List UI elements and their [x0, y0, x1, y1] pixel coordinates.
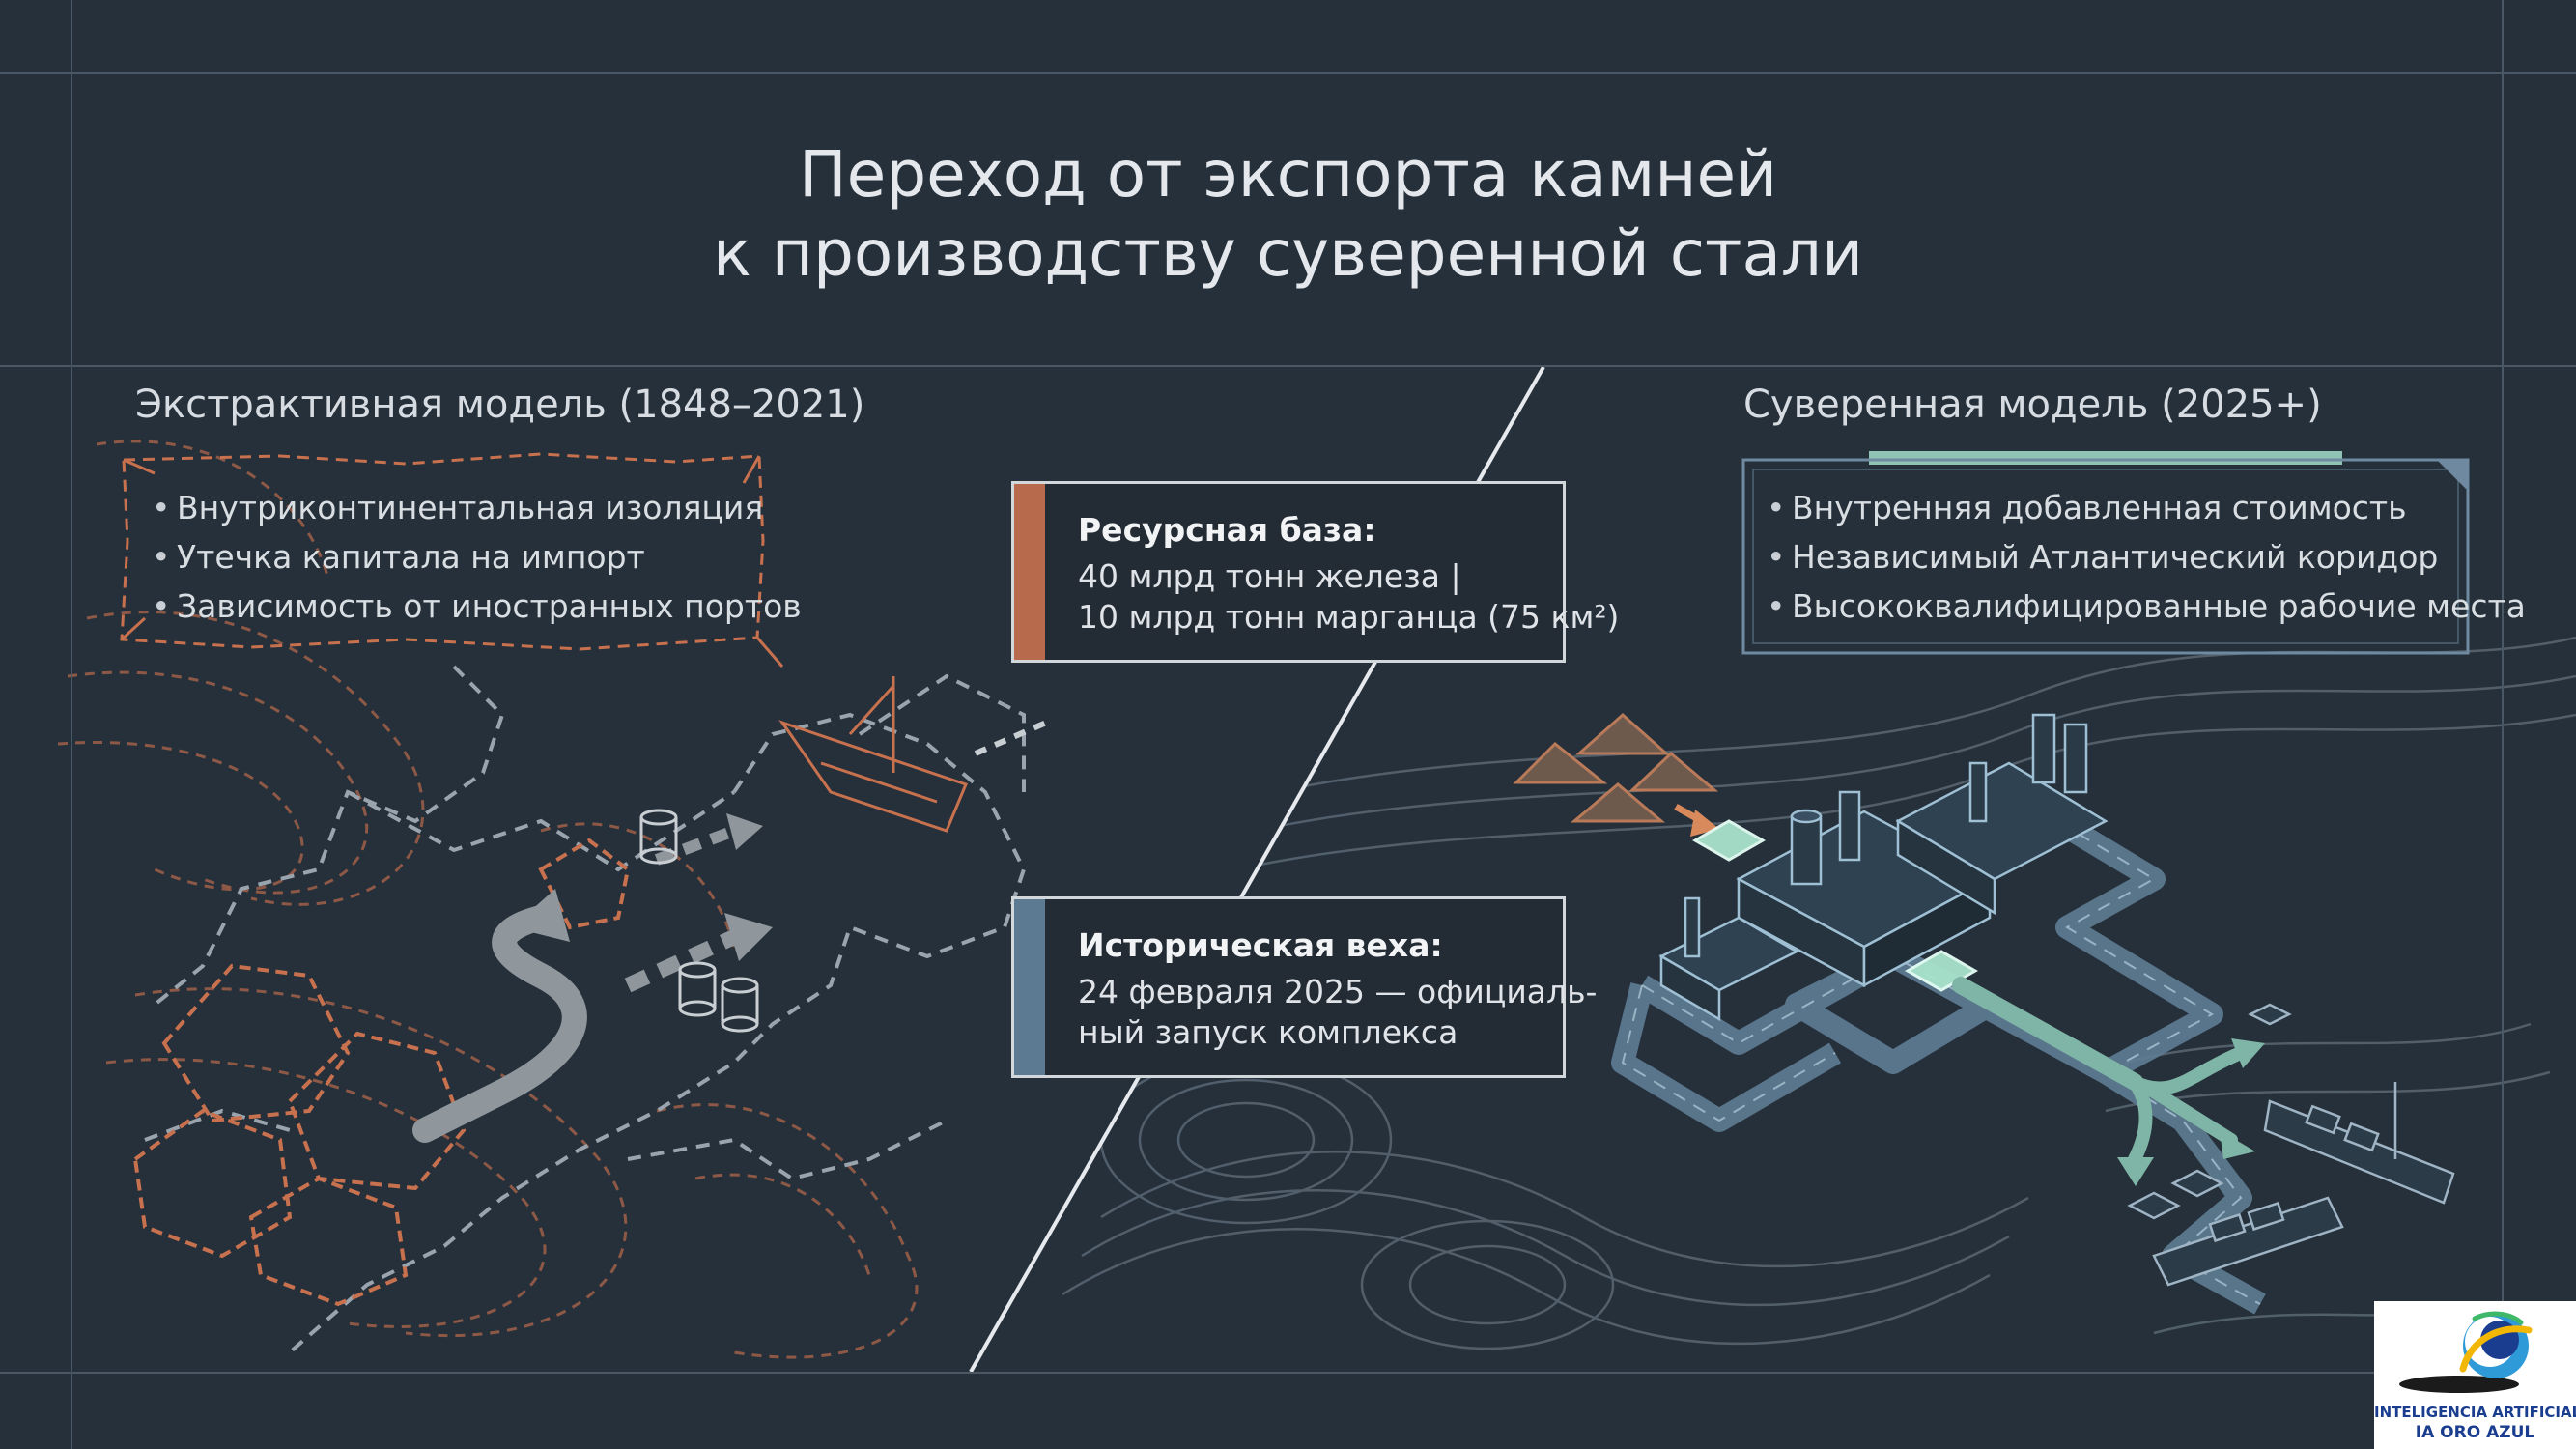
list-item: Внутриконтинентальная изоляция: [152, 483, 802, 532]
frame-line-mid: [0, 365, 2576, 367]
milestone-card-stripe: [1014, 899, 1045, 1075]
page-title: Переход от экспорта камней к производств…: [0, 135, 2576, 294]
atlantic-corridor-arrowheads: [2117, 1038, 2265, 1186]
frame-line-right: [2502, 0, 2504, 1449]
resource-card-line-2: 10 млрд тонн марганца (75 км²): [1078, 598, 1620, 636]
logo-text-line-1: INTELIGENCIA ARTIFICIAL: [2374, 1404, 2576, 1421]
list-item: Утечка капитала на импорт: [152, 532, 802, 582]
extractive-box-ornament: [120, 455, 784, 668]
extractive-model-heading: Экстрактивная модель (1848–2021): [135, 383, 865, 427]
frame-line-bottom: [0, 1372, 2576, 1374]
sovereign-model-heading: Суверенная модель (2025+): [1743, 383, 2322, 427]
frame-line-top: [0, 72, 2576, 74]
atlantic-corridor-arrows: [1952, 977, 2248, 1166]
logo-badge: INTELIGENCIA ARTIFICIAL IA ORO AZUL: [2374, 1301, 2576, 1449]
export-flow-arrows: [412, 813, 773, 1143]
page-title-line-2: к производству суверенной стали: [713, 216, 1863, 291]
sovereign-ore-piles: [1513, 712, 1719, 837]
steel-complex-glow-hubs: [1691, 819, 1979, 992]
logo-text-line-2: IA ORO AZUL: [2415, 1423, 2535, 1442]
sovereign-accent-bar: [1869, 451, 2342, 465]
logo-emblem-icon: [2399, 1311, 2533, 1393]
extractive-barrels-ship: [639, 676, 1055, 1033]
extractive-rock-piles: [132, 838, 631, 1307]
resource-card-line-1: 40 млрд тонн железа |: [1078, 557, 1461, 595]
milestone-card-line-1: 24 февраля 2025 — официаль-: [1078, 973, 1598, 1010]
atlantic-port-ships: [2127, 1003, 2455, 1287]
resource-base-card: Ресурсная база: 40 млрд тонн железа | 10…: [1011, 481, 1619, 663]
milestone-card-heading: Историческая веха:: [1078, 926, 1443, 964]
steel-complex-buildings: [1658, 713, 2109, 1022]
list-item: Внутренняя добавленная стоимость: [1767, 483, 2526, 532]
list-item: Независимый Атлантический коридор: [1767, 532, 2526, 582]
list-item: Высококвалифицированные рабочие места: [1767, 582, 2526, 631]
historic-milestone-card: Историческая веха: 24 февраля 2025 — офи…: [1011, 896, 1597, 1078]
extractive-bullet-box: [120, 452, 765, 651]
frame-line-left: [71, 0, 72, 1449]
milestone-card-line-2: ный запуск комплекса: [1078, 1013, 1458, 1051]
extractive-model-list: Внутриконтинентальная изоляция Утечка ка…: [152, 483, 802, 631]
resource-card-heading: Ресурсная база:: [1078, 511, 1376, 549]
list-item: Зависимость от иностранных портов: [152, 582, 802, 631]
sovereign-model-list: Внутренняя добавленная стоимость Независ…: [1767, 483, 2526, 631]
page-title-line-1: Переход от экспорта камней: [798, 137, 1777, 212]
resource-card-stripe: [1014, 484, 1045, 660]
